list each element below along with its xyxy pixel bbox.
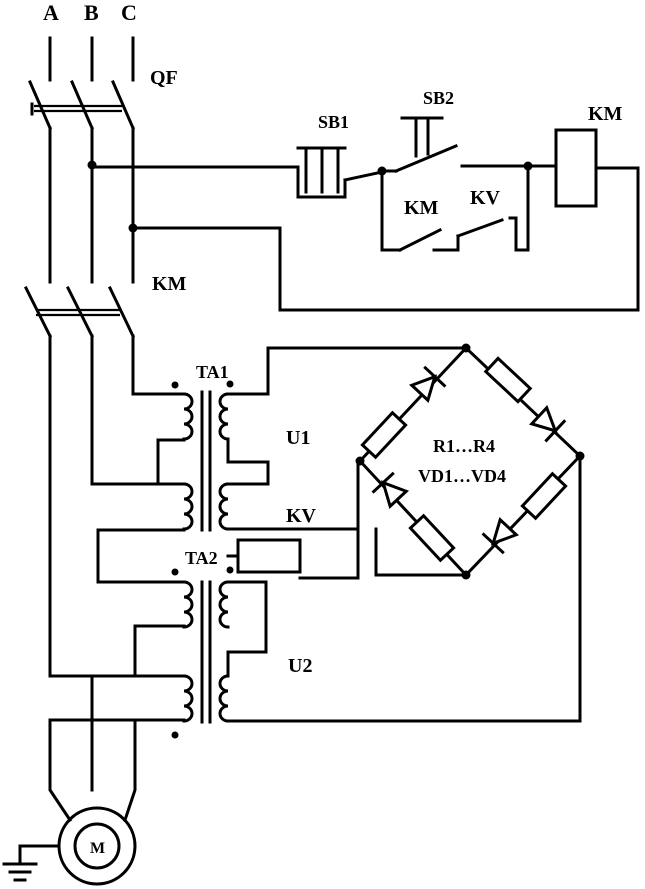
polarity-dot — [226, 380, 234, 388]
motor-label: M — [90, 840, 105, 857]
polarity-dot — [171, 381, 179, 389]
ta-secondary-coils — [218, 392, 230, 723]
km-coil-label: KM — [588, 103, 623, 125]
u1-label: U1 — [286, 427, 310, 449]
ta1-label: TA1 — [196, 362, 229, 382]
junction-dot — [461, 570, 471, 580]
phase-wiring-to-motor — [48, 334, 186, 823]
phase-b-label: B — [84, 0, 99, 25]
circuit-breaker-qf — [28, 80, 135, 130]
bridge-diodes-label: VD1…VD4 — [418, 466, 506, 486]
sb1-label: SB1 — [318, 112, 349, 132]
sb2-start-button — [380, 116, 530, 173]
km-coil — [526, 128, 598, 208]
main-contactor-km — [23, 285, 136, 339]
bridge-resistors-label: R1…R4 — [433, 436, 495, 456]
polarity-dot — [226, 566, 234, 574]
polarity-dot — [171, 568, 179, 576]
supply-lines — [48, 36, 135, 82]
junction-dot — [575, 451, 585, 461]
rectifier-bridge — [357, 345, 583, 578]
qf-label: QF — [150, 67, 178, 89]
ta2-label: TA2 — [185, 548, 218, 568]
kv-contact-label: KV — [470, 187, 501, 209]
kv-relay-label: KV — [286, 505, 317, 527]
phase-lines-mid — [48, 126, 135, 284]
km-self-hold-contact — [380, 169, 443, 253]
transformer-cores — [200, 390, 212, 724]
control-wiring — [90, 165, 640, 312]
km-aux-label: KM — [404, 197, 439, 219]
kv-relay-coil — [236, 538, 302, 574]
ta1-primary-coils — [182, 392, 194, 723]
ground-icon — [2, 844, 61, 882]
u2-label: U2 — [288, 655, 312, 677]
sb2-label: SB2 — [423, 88, 454, 108]
sb1-stop-button — [296, 146, 384, 199]
kv-contact — [432, 164, 530, 252]
phase-a-label: A — [43, 0, 59, 25]
secondary-wiring — [226, 346, 582, 723]
km-main-label: KM — [152, 273, 187, 295]
phase-c-label: C — [121, 0, 137, 25]
junction-dot — [461, 343, 471, 353]
polarity-dot — [171, 731, 179, 739]
